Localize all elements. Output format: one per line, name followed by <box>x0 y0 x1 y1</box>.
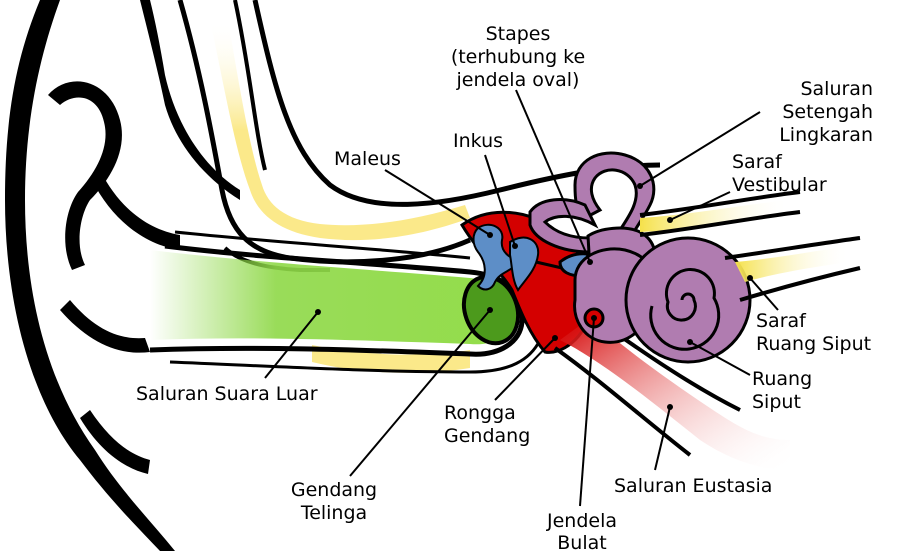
svg-text:jendela oval): jendela oval) <box>456 69 580 91</box>
svg-text:Jendela: Jendela <box>546 510 617 532</box>
svg-text:Lingkaran: Lingkaran <box>779 124 873 146</box>
label-saluran-eustasia: Saluran Eustasia <box>614 475 772 497</box>
svg-text:Rongga: Rongga <box>444 402 516 424</box>
svg-text:Saraf: Saraf <box>732 151 783 173</box>
label-ruang-siput: Ruang Siput <box>752 368 812 413</box>
label-jendela-bulat: Jendela Bulat <box>546 510 617 551</box>
label-saluran-setengah-lingkaran: Saluran Setengah Lingkaran <box>779 78 873 146</box>
svg-text:(terhubung ke: (terhubung ke <box>451 46 585 68</box>
svg-text:Ruang: Ruang <box>752 368 812 390</box>
label-maleus: Maleus <box>334 148 401 170</box>
svg-text:Telinga: Telinga <box>300 502 367 524</box>
label-stapes: Stapes (terhubung ke jendela oval) <box>451 23 585 91</box>
svg-text:Saraf: Saraf <box>756 310 807 332</box>
svg-text:Vestibular: Vestibular <box>732 174 827 196</box>
label-inkus: Inkus <box>453 130 503 152</box>
svg-text:Setengah: Setengah <box>782 101 873 123</box>
svg-text:Gendang: Gendang <box>291 479 377 501</box>
svg-text:Gendang: Gendang <box>444 425 530 447</box>
label-gendang-telinga: Gendang Telinga <box>291 479 377 524</box>
label-saraf-vestibular: Saraf Vestibular <box>732 151 827 196</box>
svg-text:Siput: Siput <box>752 391 801 413</box>
label-rongga-gendang: Rongga Gendang <box>444 402 530 447</box>
svg-text:Ruang Siput: Ruang Siput <box>756 333 871 355</box>
label-saraf-ruang-siput: Saraf Ruang Siput <box>756 310 871 355</box>
label-saluran-suara-luar: Saluran Suara Luar <box>136 383 318 405</box>
svg-text:Stapes: Stapes <box>486 23 551 45</box>
svg-text:Saluran: Saluran <box>800 78 873 100</box>
svg-text:Bulat: Bulat <box>557 532 606 551</box>
